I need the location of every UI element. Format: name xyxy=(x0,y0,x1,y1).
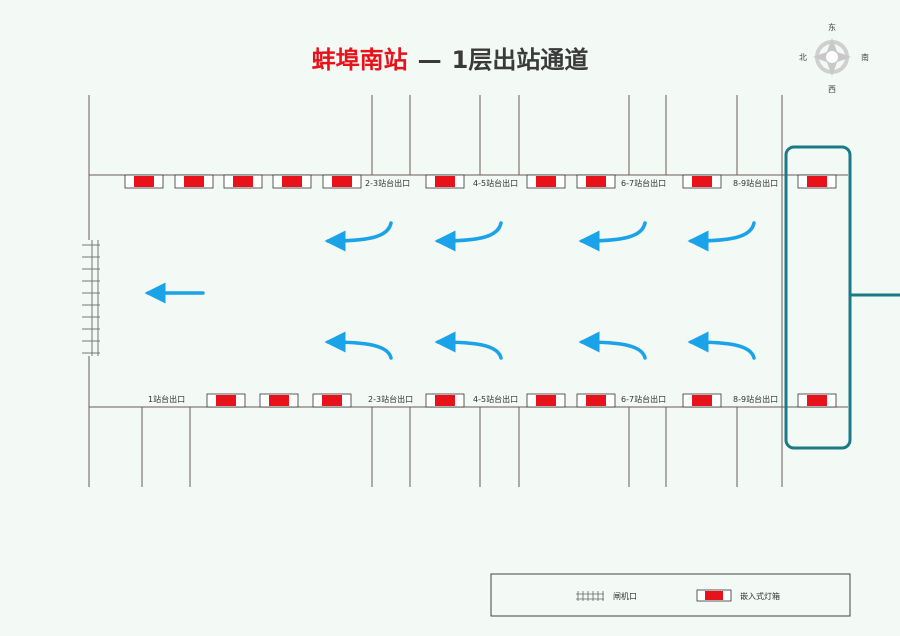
light-box xyxy=(576,174,616,189)
light-box xyxy=(174,174,214,189)
compass-west: 西 xyxy=(828,85,836,94)
direction-arrows xyxy=(144,221,756,360)
light-box xyxy=(797,174,837,189)
legend-light-label: 嵌入式灯箱 xyxy=(740,591,780,601)
flow-arrow-icon xyxy=(324,331,393,360)
flow-arrow-icon xyxy=(687,331,756,360)
light-box xyxy=(682,174,722,189)
gate-icon xyxy=(576,591,604,601)
floor-name: 1层出站通道 xyxy=(451,46,589,74)
light-box xyxy=(272,174,312,189)
flow-arrow-icon xyxy=(578,331,647,360)
flow-arrow-icon xyxy=(324,221,393,252)
compass-south: 南 xyxy=(861,52,869,62)
light-box xyxy=(797,393,837,408)
light-box xyxy=(576,393,616,408)
title-separator: — xyxy=(417,46,442,74)
compass-north: 北 xyxy=(799,53,807,62)
light-box xyxy=(526,393,566,408)
compass-east: 东 xyxy=(828,22,836,32)
exit-label-top: 2-3站台出口 xyxy=(365,178,410,188)
exit-gate xyxy=(82,240,100,356)
flow-arrow-icon xyxy=(578,221,647,252)
flow-arrow-icon xyxy=(687,221,756,252)
light-box xyxy=(682,393,722,408)
highlight-callout xyxy=(784,145,900,450)
light-boxes-top xyxy=(124,174,837,189)
light-box xyxy=(312,393,352,408)
light-box xyxy=(526,174,566,189)
map-title: 蚌埠南站 — 1层出站通道 xyxy=(0,40,900,75)
exit-label-top: 4-5站台出口 xyxy=(473,178,518,188)
flow-arrow-icon xyxy=(434,221,503,252)
flow-arrow-icon xyxy=(434,331,503,360)
light-box xyxy=(322,174,362,189)
light-box-icon xyxy=(696,589,732,602)
exit-label-bottom: 8-9站台出口 xyxy=(733,394,778,404)
light-box xyxy=(425,393,465,408)
light-box xyxy=(425,174,465,189)
legend-gate-label: 闸机口 xyxy=(613,591,637,601)
compass-icon: 东 西 北 南 xyxy=(799,22,869,94)
light-box xyxy=(223,174,263,189)
light-box xyxy=(259,393,299,408)
exit-label-bottom: 2-3站台出口 xyxy=(368,394,413,404)
light-box xyxy=(206,393,246,408)
exit-label-top: 8-9站台出口 xyxy=(733,178,778,188)
light-box xyxy=(124,174,164,189)
legend: 闸机口 嵌入式灯箱 xyxy=(490,573,851,617)
station-name: 蚌埠南站 xyxy=(311,46,408,74)
corridor-walls xyxy=(88,95,848,487)
exit-label-bottom: 1站台出口 xyxy=(148,394,185,404)
exit-label-bottom: 4-5站台出口 xyxy=(473,394,518,404)
light-boxes-bottom xyxy=(206,393,837,408)
exit-label-bottom: 6-7站台出口 xyxy=(621,394,666,404)
exit-label-top: 6-7站台出口 xyxy=(621,178,666,188)
